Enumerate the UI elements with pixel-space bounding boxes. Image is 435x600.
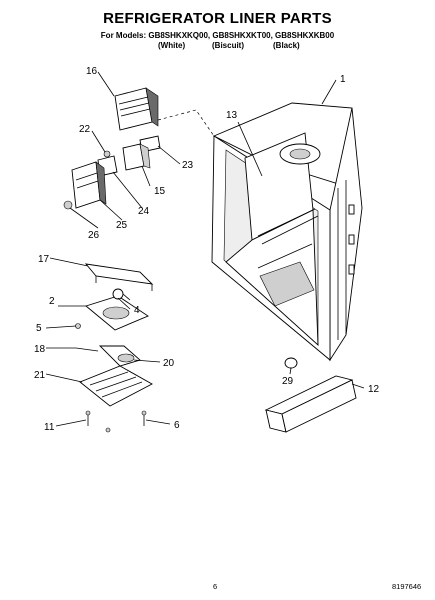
part-15-control-knob-housing (122, 143, 151, 171)
document-number: 8197646 (392, 582, 422, 591)
part-18-wire (75, 347, 99, 352)
screw (105, 427, 111, 433)
callout-25: 25 (116, 220, 128, 231)
part-2-light-housing (85, 295, 149, 331)
callout-16: 16 (86, 66, 98, 77)
callout-24: 24 (138, 206, 150, 217)
color-black: (Black) (273, 41, 300, 50)
part-17-light-shield (84, 263, 154, 291)
part-12-bin (264, 375, 357, 433)
callout-17: 17 (38, 254, 50, 265)
models-line: For Models: GB8SHKXKQ00, GB8SHKXKT00, GB… (100, 31, 335, 40)
color-biscuit: (Biscuit) (212, 41, 244, 50)
callout-26: 26 (88, 230, 100, 241)
part-26-knob (63, 200, 73, 210)
page-number: 6 (213, 582, 218, 591)
callout-6: 6 (174, 420, 180, 431)
part-22-screw (103, 150, 111, 158)
color-white: (White) (158, 41, 186, 50)
callout-5: 5 (36, 323, 42, 334)
part-16-control-cover (114, 87, 159, 131)
callout-18: 18 (34, 344, 46, 355)
part-21-light-cover (79, 365, 153, 407)
callout-4: 4 (134, 305, 140, 316)
callout-29: 29 (282, 376, 294, 387)
callout-23: 23 (182, 160, 194, 171)
part-4-socket (112, 288, 131, 301)
callout-21: 21 (34, 370, 46, 381)
callout-22: 22 (79, 124, 91, 135)
part-11-screw (85, 410, 91, 426)
callout-15: 15 (154, 186, 166, 197)
guide-line (157, 109, 215, 137)
refrigerator-liner (211, 102, 363, 362)
page-title: REFRIGERATOR LINER PARTS (103, 10, 332, 27)
callout-11: 11 (44, 422, 55, 433)
part-6-screw (141, 410, 147, 426)
callout-12: 12 (368, 384, 380, 395)
callout-1: 1 (340, 74, 346, 85)
leader-lines (45, 71, 365, 427)
callout-13: 13 (226, 110, 238, 121)
part-20-light-bulb (98, 345, 141, 367)
part-5-screw (75, 323, 81, 329)
part-29-plug (284, 357, 298, 369)
callout-20: 20 (163, 358, 175, 369)
callout-2: 2 (49, 296, 55, 307)
part-25-control-housing (71, 161, 107, 209)
